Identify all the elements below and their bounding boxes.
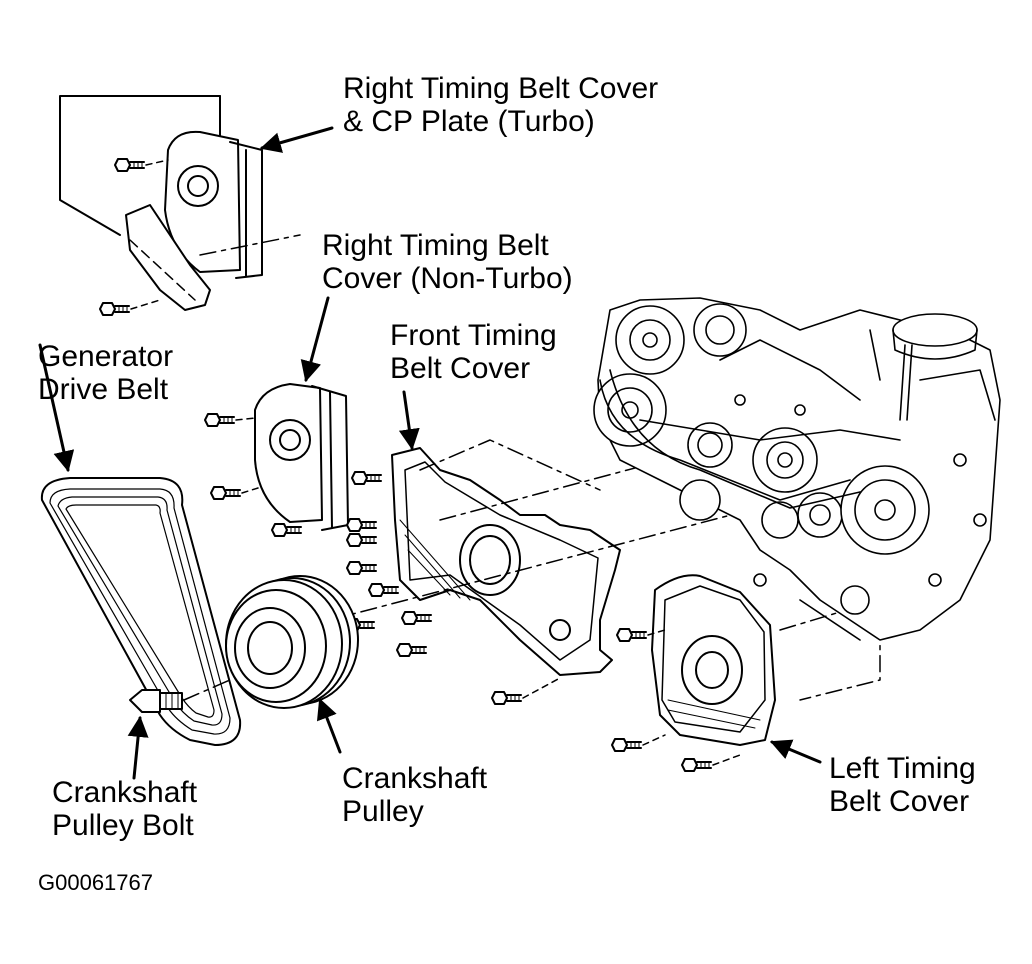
nonturbo-cover-hole — [269, 419, 311, 461]
crank-bolt-group — [127, 679, 231, 780]
nonturbo-cover-flange — [311, 385, 349, 531]
left-bolt-1 — [616, 628, 647, 642]
crank-pulley-arrow — [316, 698, 342, 754]
generator-belt-arrow — [38, 343, 75, 473]
turbo-cover-shape — [164, 130, 241, 273]
left-cover-hole — [681, 635, 743, 705]
turbo-cover-arrow — [259, 126, 334, 153]
turbo-bolt-lower — [99, 302, 130, 316]
engine-pulley-mid-left — [593, 373, 667, 447]
crank-bolt-head — [129, 689, 161, 713]
nonturbo-bolt-1 — [204, 413, 235, 427]
label-right-cover-nonturbo: Right Timing Belt Cover (Non-Turbo) — [322, 229, 573, 295]
left-bolt-2 — [611, 738, 642, 752]
label-front-cover: Front Timing Belt Cover — [390, 319, 557, 385]
front-cover-small-hole — [549, 619, 571, 641]
nonturbo-bolt-2 — [210, 486, 241, 500]
label-generator-belt: Generator Drive Belt — [38, 340, 174, 406]
figure-id: G00061767 — [38, 870, 153, 895]
belt-outer — [40, 477, 242, 746]
front-bolt-1 — [351, 471, 382, 485]
turbo-cover-hole — [177, 165, 219, 207]
label-crank-pulley: Crankshaft Pulley — [342, 762, 488, 828]
nonturbo-cover-shape — [254, 383, 323, 523]
front-bolt-8 — [491, 691, 522, 705]
front-bolt-6 — [401, 611, 432, 625]
nonturbo-bolt-4 — [346, 518, 377, 532]
engine-group — [593, 297, 1001, 641]
front-bolt-2 — [346, 533, 377, 547]
turbo-cover-flange — [229, 141, 263, 279]
engine-pulley-power-steering — [840, 465, 930, 555]
left-cover-arrow — [770, 739, 822, 764]
engine-pulley-top-left — [615, 305, 685, 375]
nonturbo-bolt-3 — [271, 523, 302, 537]
crank-bolt-arrow — [127, 715, 149, 780]
turbo-bracket-line — [59, 95, 221, 236]
front-bolt-4 — [368, 583, 399, 597]
right-cover-nonturbo-group — [204, 296, 377, 537]
front-bolt-3 — [346, 561, 377, 575]
front-cover-arrow — [398, 390, 420, 451]
generator-belt-group — [38, 343, 242, 746]
turbo-bolt-upper — [114, 158, 145, 172]
cp-plate-shape — [125, 204, 211, 311]
crank-pulley-group — [225, 575, 359, 754]
label-left-cover: Left Timing Belt Cover — [829, 752, 976, 818]
engine-filler-cap — [892, 313, 978, 347]
nonturbo-cover-arrow — [300, 296, 330, 383]
front-bolt-7 — [396, 643, 427, 657]
left-bolt-3 — [681, 758, 712, 772]
engine-tensioner-pulley — [752, 427, 818, 493]
label-crank-bolt: Crankshaft Pulley Bolt — [52, 776, 198, 842]
label-right-cover-turbo: Right Timing Belt Cover & CP Plate (Turb… — [343, 72, 659, 138]
right-cover-turbo-group — [59, 95, 334, 316]
